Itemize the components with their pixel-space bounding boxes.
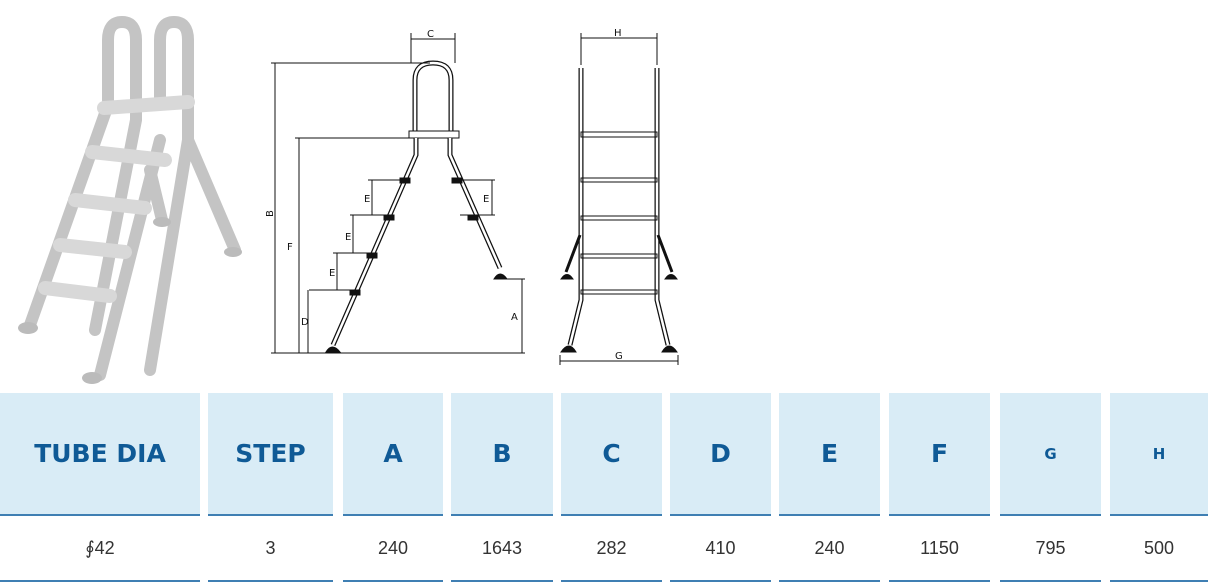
label-e: E <box>483 194 489 205</box>
label-e: E <box>329 268 335 279</box>
front-view-drawing: H G <box>559 28 679 365</box>
column-header: STEP <box>208 393 333 516</box>
column-header: F <box>889 393 990 516</box>
table-cell: ∮42 <box>0 516 200 582</box>
label-b: B <box>265 210 276 217</box>
column-header: E <box>779 393 880 516</box>
table-cell: 795 <box>1000 516 1101 582</box>
column-header: A <box>343 393 443 516</box>
label-h: H <box>614 28 622 39</box>
column-header: TUBE DIA <box>0 393 200 516</box>
table-cell: 1643 <box>451 516 553 582</box>
label-c: C <box>427 29 434 40</box>
table-cell: 1150 <box>889 516 990 582</box>
column-header: H <box>1110 393 1208 516</box>
label-e: E <box>345 232 351 243</box>
ladder-photo <box>18 15 242 384</box>
table-cell: 410 <box>670 516 771 582</box>
table-cell: 3 <box>208 516 333 582</box>
label-f: F <box>287 242 293 253</box>
column-header: D <box>670 393 771 516</box>
ladder-drawings: C B F D A E E E E H G <box>18 15 679 384</box>
table-cell: 240 <box>779 516 880 582</box>
label-e: E <box>364 194 370 205</box>
side-view-drawing: C B F D A E E E E <box>265 29 525 354</box>
column-header: C <box>561 393 662 516</box>
table-cell: 282 <box>561 516 662 582</box>
table-cell: 240 <box>343 516 443 582</box>
column-header: G <box>1000 393 1101 516</box>
label-d: D <box>301 317 309 328</box>
table-cell: 500 <box>1110 516 1208 582</box>
label-a: A <box>511 312 518 323</box>
label-g: G <box>615 351 623 362</box>
column-header: B <box>451 393 553 516</box>
